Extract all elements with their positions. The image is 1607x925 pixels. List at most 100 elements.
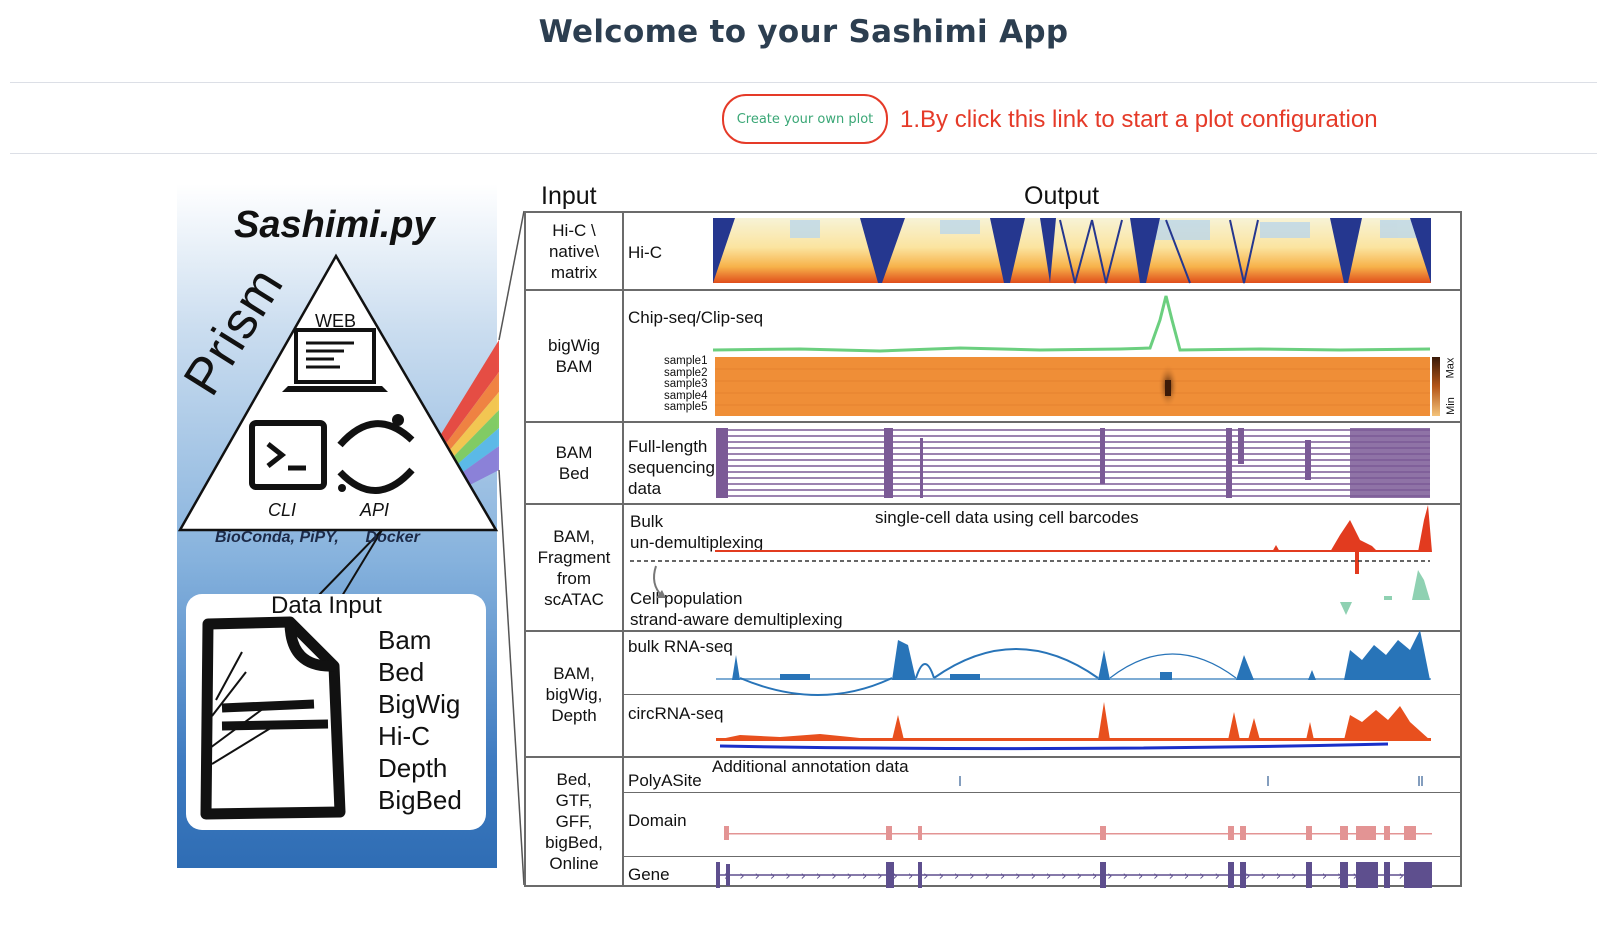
track-separator	[624, 792, 1462, 793]
sample-label: sample5	[664, 401, 708, 413]
full-length-exons	[716, 428, 1430, 498]
grid-row-divider	[524, 756, 1462, 758]
page-title: Welcome to your Sashimi App	[538, 14, 1069, 50]
cell-population-peaks	[1340, 570, 1430, 615]
sashimi-title: Sashimi.py	[234, 204, 435, 246]
track-label-circrna: circRNA-seq	[628, 704, 724, 723]
input-line: Depth	[551, 705, 597, 725]
sample-heatmap	[715, 357, 1440, 416]
distribution-label: BioConda, PiPY, Docker	[215, 529, 420, 546]
annotation-additional: Additional annotation data	[712, 757, 909, 776]
bulk-rnaseq	[716, 630, 1431, 680]
input-cell-bigwig: bigWig BAM	[526, 291, 622, 421]
sample-label: sample3	[664, 378, 708, 390]
input-line: BAM,	[553, 663, 595, 683]
format-item: BigWig	[378, 689, 461, 719]
track-separator	[624, 856, 1462, 857]
gene-track: › › › › › › › › › › › › › › › › › › › › …	[716, 862, 1432, 888]
grid-column-divider	[622, 211, 624, 887]
chipseq-line	[712, 295, 1431, 353]
circ-junction	[719, 742, 1389, 751]
divider-bottom	[10, 153, 1597, 154]
input-header: Input	[541, 182, 597, 210]
track-label-chipseq: Chip-seq/Clip-seq	[628, 308, 764, 327]
track-label-domain: Domain	[628, 811, 687, 830]
web-label: WEB	[315, 311, 357, 331]
input-line: GTF,	[555, 791, 593, 810]
demux-arrow	[653, 565, 663, 597]
hic-heatmap	[713, 218, 1431, 284]
grid-row-divider	[524, 289, 1462, 291]
splice-junctions	[739, 648, 1237, 696]
format-item: Bam	[378, 625, 432, 655]
input-line: bigWig,	[545, 684, 603, 704]
label-line: un-demultiplexing	[630, 533, 764, 552]
input-line: BAM,	[553, 526, 595, 546]
input-line: Fragment	[537, 547, 611, 567]
output-header: Output	[1024, 182, 1100, 210]
input-line: matrix	[550, 262, 598, 282]
input-line: scATAC	[544, 589, 604, 609]
track-label-hic: Hi-C	[628, 243, 662, 262]
svg-text:› › › › › › › › › › › › › › ›: › › › › › › › › › › › › › › › › › › › › …	[724, 869, 1407, 884]
label-line: strand-aware demultiplexing	[630, 610, 843, 629]
data-input-title: Data Input	[271, 592, 382, 619]
input-line: BAM	[555, 443, 593, 462]
input-line: bigBed,	[545, 833, 603, 852]
grid-row-divider	[524, 630, 1462, 632]
input-cell-bam-bed: BAM Bed	[526, 423, 622, 503]
bulk-scatac	[715, 505, 1432, 574]
instruction-hint: 1.By click this link to start a plot con…	[900, 106, 1378, 133]
label-line: Bulk	[630, 512, 664, 531]
track-grid	[524, 211, 1462, 887]
sample-label: sample4	[664, 389, 708, 402]
full-length-reads	[716, 429, 1430, 497]
format-item: Bed	[378, 657, 425, 687]
label-line: data	[628, 479, 662, 498]
create-plot-button[interactable]: Create your own plot	[722, 94, 888, 144]
format-list: Bam Bed BigWig Hi-C Depth BigBed	[378, 624, 462, 816]
format-item: Depth	[378, 753, 448, 783]
track-label-bulk: Bulk un-demultiplexing	[630, 511, 763, 553]
input-line: Hi-C \	[552, 220, 596, 240]
input-cell-hic: Hi-C \ native\ matrix	[526, 213, 622, 289]
track-separator	[624, 694, 1462, 695]
divider-top	[10, 82, 1597, 83]
api-icon	[337, 414, 415, 494]
terminal-icon	[249, 420, 327, 490]
document-icon	[200, 616, 346, 820]
sample-label: sample2	[664, 366, 708, 379]
label-line: Full-length	[628, 437, 708, 456]
input-line: GFF,	[555, 812, 593, 831]
polyasite-marks	[959, 776, 1423, 786]
label-line: Cell population	[630, 589, 743, 608]
laptop-icon	[282, 328, 388, 392]
input-cell-rnaseq: BAM, bigWig, Depth	[526, 632, 622, 756]
track-label-fulllength: Full-length sequencing data	[628, 436, 715, 499]
track-label-gene: Gene	[628, 865, 670, 884]
grid-row-divider	[524, 503, 1462, 505]
label-line: sequencing	[628, 458, 715, 477]
input-line: Online	[549, 854, 599, 873]
input-line: BAM	[555, 357, 593, 376]
grid-row-divider	[524, 421, 1462, 423]
track-label-bulk-rnaseq: bulk RNA-seq	[628, 637, 733, 656]
input-line: from	[557, 568, 591, 588]
input-cell-scatac: BAM, Fragment from scATAC	[526, 505, 622, 630]
api-label: API	[360, 500, 390, 520]
sample-labels: sample1 sample2 sample3 sample4 sample5	[664, 355, 708, 414]
domain-track	[724, 826, 1432, 840]
annotation-single-cell: single-cell data using cell barcodes	[875, 508, 1139, 527]
track-label-polyasite: PolyASite	[628, 771, 702, 790]
cli-label: CLI	[268, 500, 297, 520]
format-item: Hi-C	[378, 721, 430, 751]
circrna-seq	[716, 702, 1431, 741]
input-line: Bed,	[556, 770, 592, 789]
format-item: BigBed	[378, 785, 462, 815]
input-cell-annotation: Bed, GTF, GFF, bigBed, Online	[526, 758, 622, 885]
sample-label: sample1	[664, 355, 708, 367]
input-line: Bed	[558, 464, 590, 483]
